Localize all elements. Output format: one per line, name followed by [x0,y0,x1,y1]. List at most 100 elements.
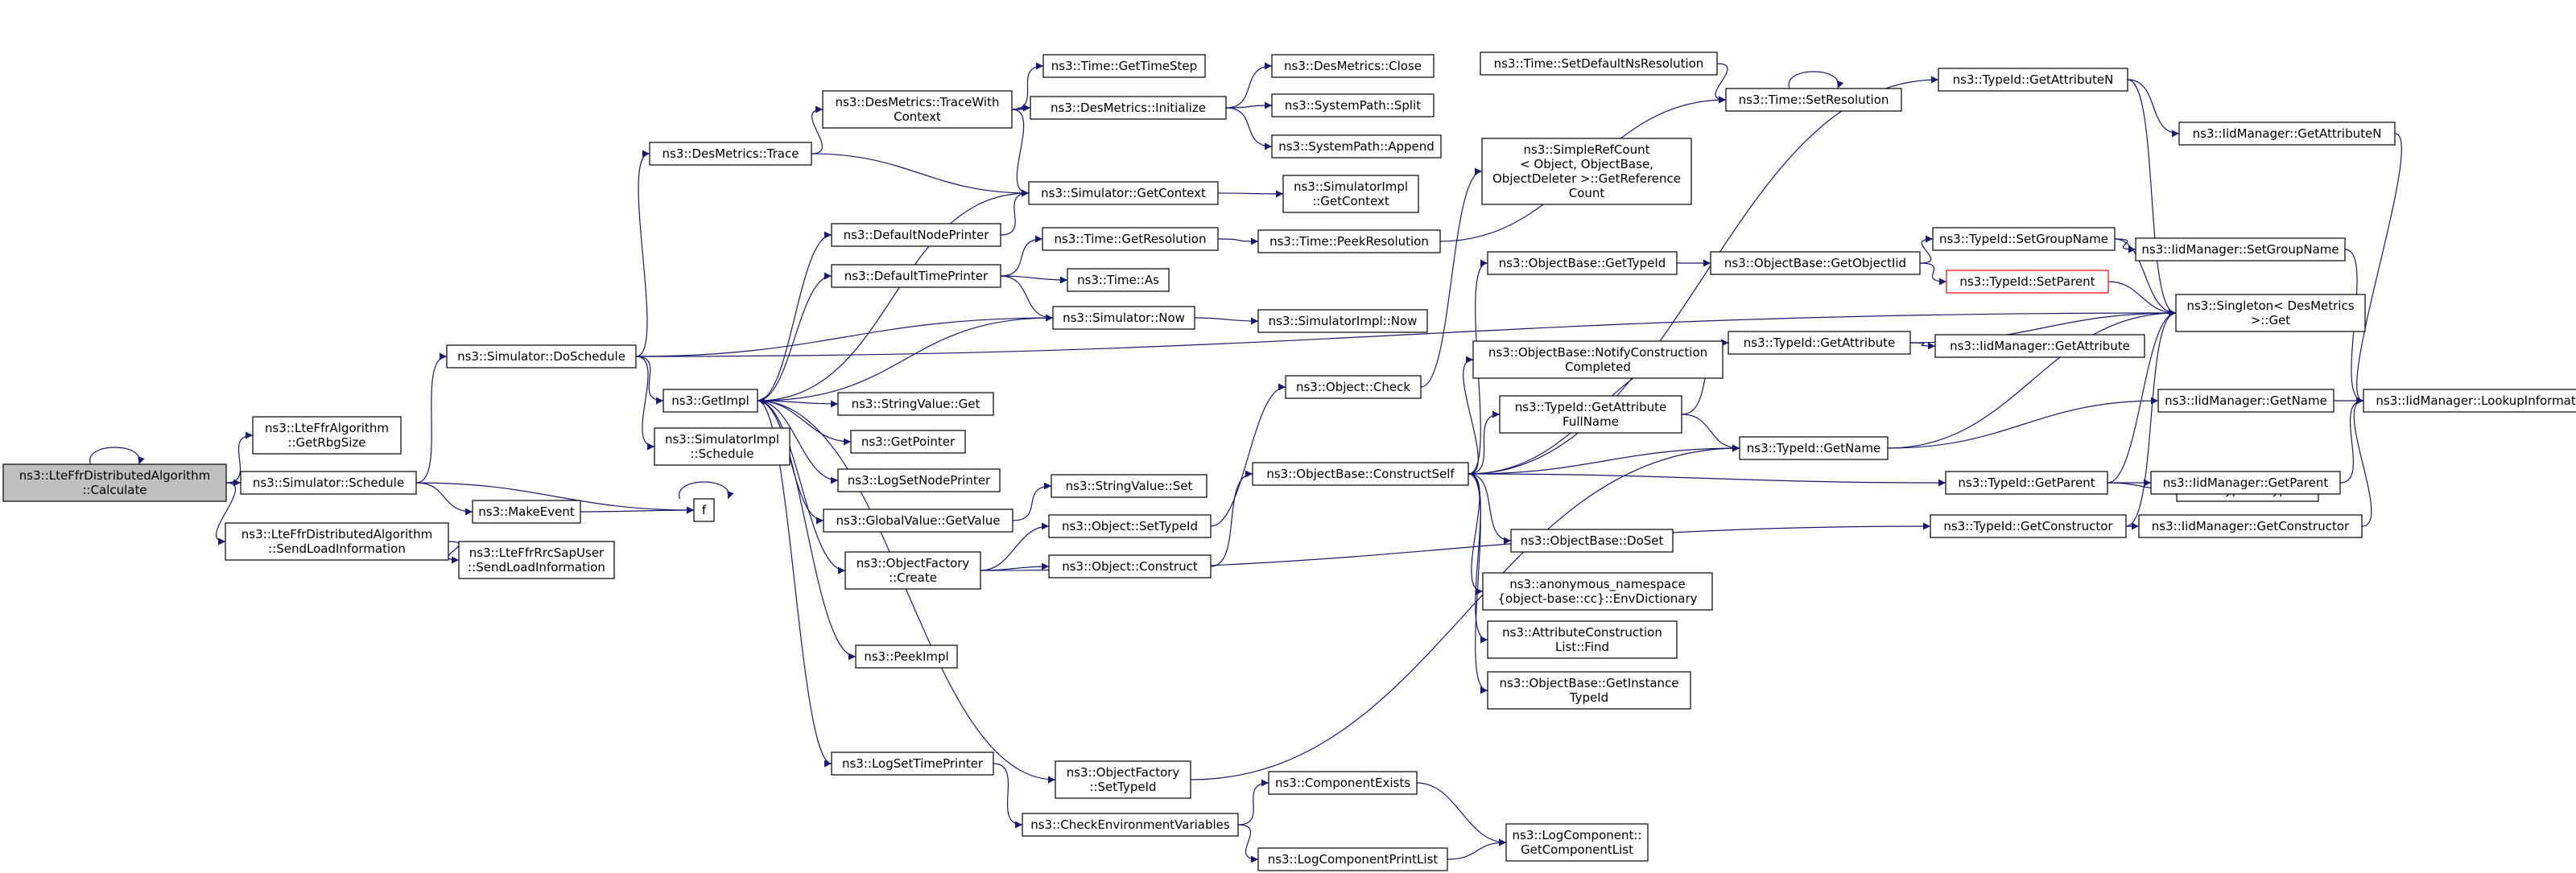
node-obgettypeid[interactable]: ns3::ObjectBase::GetTypeId [1487,251,1678,275]
node-f[interactable]: f [693,498,715,522]
node-box [1257,309,1428,333]
node-notifycc[interactable]: ns3::ObjectBase::NotifyConstructionCompl… [1472,340,1724,379]
node-setres[interactable]: ns3::Time::SetResolution [1725,88,1902,112]
node-sendload[interactable]: ns3::LteFfrDistributedAlgorithm::SendLoa… [225,522,449,561]
node-objsettypeid[interactable]: ns3::Object::SetTypeId [1048,514,1212,538]
node-tidgetattr[interactable]: ns3::TypeId::GetAttribute [1728,331,1911,355]
node-getres[interactable]: ns3::Time::GetResolution [1042,227,1219,251]
edge-constructself-to-getattrfullname [1468,410,1501,475]
node-label: ns3::LogComponent:: [1513,828,1642,842]
node-getrbgsize[interactable]: ns3::LteFfrAlgorithm::GetRbgSize [252,416,402,455]
edge-defaulttime-to-simnow [1000,275,1054,322]
node-singletonget[interactable]: ns3::Singleton< DesMetrics>::Get [2175,294,2366,332]
edge-obgetobjectiid-to-tidsetgroup [1919,235,1934,264]
node-doschedule[interactable]: ns3::Simulator::DoSchedule [446,344,637,369]
node-desinit[interactable]: ns3::DesMetrics::Initialize [1030,96,1227,120]
node-strget[interactable]: ns3::StringValue::Get [837,392,994,416]
node-logcompprint[interactable]: ns3::LogComponentPrintList [1257,847,1448,871]
node-append[interactable]: ns3::SystemPath::Append [1271,134,1442,159]
node-tidsetparent[interactable]: ns3::TypeId::SetParent [1946,270,2109,294]
node-iidgetctor[interactable]: ns3::IidManager::GetConstructor [2138,514,2363,538]
node-tidgetparent[interactable]: ns3::TypeId::GetParent [1945,471,2108,495]
node-label: Count [1569,186,1605,200]
node-label: ns3::Time::PeekResolution [1269,234,1429,249]
node-rrcsapsend[interactable]: ns3::LteFfrRrcSapUser::SendLoadInformati… [458,541,615,579]
node-label: ns3::SimulatorImpl [1294,179,1408,194]
node-logsettime[interactable]: ns3::LogSetTimePrinter [831,752,994,776]
node-globalget[interactable]: ns3::GlobalValue::GetValue [823,509,1013,533]
node-split[interactable]: ns3::SystemPath::Split [1271,93,1435,117]
node-tidgetctor[interactable]: ns3::TypeId::GetConstructor [1930,514,2127,538]
node-objfactsettypeid[interactable]: ns3::ObjectFactory::SetTypeId [1055,760,1191,799]
node-simplerefcount[interactable]: ns3::SimpleRefCount< Object, ObjectBase,… [1481,138,1692,205]
edge-getimpl-to-defaultnode [757,231,832,401]
node-dosetob[interactable]: ns3::ObjectBase::DoSet [1510,529,1674,553]
node-label: ns3::CheckEnvironmentVariables [1030,817,1230,832]
node-constructself[interactable]: ns3::ObjectBase::ConstructSelf [1252,462,1469,486]
node-box [1282,175,1419,213]
node-label: ns3::ObjectBase::ConstructSelf [1266,467,1455,481]
node-box [1271,54,1435,78]
node-getimpl[interactable]: ns3::GetImpl [663,389,758,413]
node-envdict[interactable]: ns3::anonymous_namespace{object-base::cc… [1482,572,1713,611]
node-simimplnow[interactable]: ns3::SimulatorImpl::Now [1257,309,1428,333]
node-label: GetComponentList [1521,842,1633,857]
node-iidgetattr[interactable]: ns3::IidManager::GetAttribute [1934,334,2145,358]
node-peekimpl[interactable]: ns3::PeekImpl [855,644,958,669]
node-simnow[interactable]: ns3::Simulator::Now [1052,306,1195,330]
node-objconstruct[interactable]: ns3::Object::Construct [1048,554,1212,579]
node-iidgetname[interactable]: ns3::IidManager::GetName [2157,389,2334,413]
edge-constructself-to-tidgetparent [1468,473,1946,487]
node-label: ns3::DefaultNodePrinter [844,228,990,242]
node-tidsetgroup[interactable]: ns3::TypeId::SetGroupName [1932,227,2116,251]
edge-objfactsettypeid-to-tidgetname [1190,444,1740,780]
node-box [458,541,615,579]
node-makeevent[interactable]: ns3::MakeEvent [472,500,581,524]
node-tidgetattrn[interactable]: ns3::TypeId::GetAttributeN [1938,68,2128,92]
node-tidgetname[interactable]: ns3::TypeId::GetName [1739,436,1889,460]
node-destrace[interactable]: ns3::DesMetrics::Trace [649,142,812,166]
node-setdefaultns[interactable]: ns3::Time::SetDefaultNsResolution [1480,51,1718,76]
node-peekres[interactable]: ns3::Time::PeekResolution [1257,229,1441,253]
node-label: ns3::LteFfrAlgorithm [265,421,389,435]
node-iidgetparent[interactable]: ns3::IidManager::GetParent [2150,471,2341,495]
node-desclose[interactable]: ns3::DesMetrics::Close [1271,54,1435,78]
node-label: ::Create [889,570,937,585]
node-box [1271,134,1442,159]
node-iidgetattrn[interactable]: ns3::IidManager::GetAttributeN [2178,121,2396,146]
node-logsetnode[interactable]: ns3::LogSetNodePrinter [837,468,1001,492]
node-defaultnode[interactable]: ns3::DefaultNodePrinter [831,223,1001,247]
node-timeas[interactable]: ns3::Time::As [1067,268,1170,292]
edge-objcheck-to-simplerefcount [1420,167,1483,388]
node-defaulttime[interactable]: ns3::DefaultTimePrinter [831,264,1001,288]
node-obgetobjectiid[interactable]: ns3::ObjectBase::GetObjectIid [1710,251,1921,275]
node-iidlookup[interactable]: ns3::IidManager::LookupInformation [2363,389,2576,413]
edge-doschedule-to-singletonget [635,309,2177,357]
node-iidsetgroup[interactable]: ns3::IidManager::SetGroupName [2135,237,2346,261]
node-box [446,344,637,369]
node-getpointer[interactable]: ns3::GetPointer [850,430,966,454]
node-getcomplist[interactable]: ns3::LogComponent::GetComponentList [1505,823,1649,862]
node-label: ns3::TypeId::GetName [1747,441,1880,455]
node-gettimestep[interactable]: ns3::Time::GetTimeStep [1042,54,1206,78]
node-simimplschedule[interactable]: ns3::SimulatorImpl::Schedule [654,427,791,466]
node-getcontext[interactable]: ns3::Simulator::GetContext [1028,181,1219,205]
node-box [1048,554,1212,579]
node-strset[interactable]: ns3::StringValue::Set [1051,474,1208,498]
node-compexists[interactable]: ns3::ComponentExists [1268,771,1418,795]
node-box [1510,529,1674,553]
node-box [1725,88,1902,112]
node-simimplgetcontext[interactable]: ns3::SimulatorImpl::GetContext [1282,175,1419,213]
node-checkenv[interactable]: ns3::CheckEnvironmentVariables [1022,813,1239,837]
node-objcheck[interactable]: ns3::Object::Check [1285,375,1422,399]
edge-tidgetattrn-to-iidgetattrn [2127,79,2180,138]
node-objfactcreate[interactable]: ns3::ObjectFactory::Create [844,551,981,590]
node-schedule[interactable]: ns3::Simulator::Schedule [240,471,417,495]
node-box [1051,474,1208,498]
edge-tracewith-to-getcontext [1011,109,1030,197]
